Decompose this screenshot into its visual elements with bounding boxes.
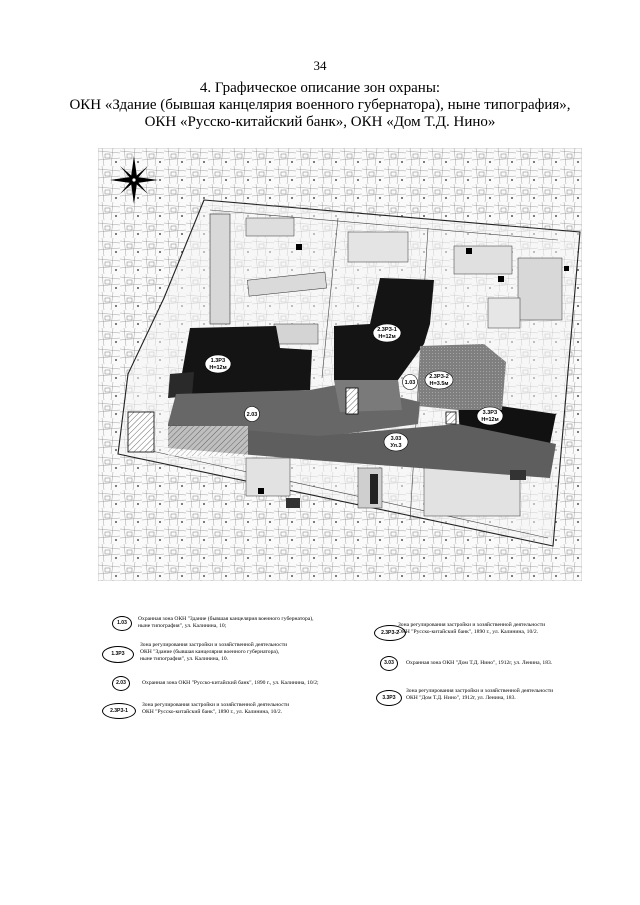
legend-item-3-03: 3.03 Охранная зона ОКН "Дом Т.Д. Нино", … [380, 656, 600, 672]
zone-code: 2.03 [247, 412, 258, 418]
title-line-3: ОКН «Русско-китайский банк», ОКН «Дом Т.… [144, 114, 496, 130]
zone-label-2-03: 2.03 [244, 406, 260, 422]
legend-text: Охранная зона ОКН "Дом Т.Д. Нино", 1912г… [406, 660, 553, 666]
legend-badge: 2.3РЗ-1 [102, 703, 136, 719]
map-legend: 1.03 Охранная зона ОКН "Здание (бывшая к… [100, 600, 600, 740]
legend-text: Зона регулирования застройки и хозяйстве… [406, 688, 554, 694]
zone-sub: Ул.3 [390, 443, 401, 449]
legend-text: ОКН "Дом Т.Д. Нино", 1912г, ул. Ленина, … [406, 695, 516, 701]
zone-height: Н=3.5м [430, 381, 449, 387]
title-line-2: ОКН «Здание (бывшая канцелярия военного … [69, 97, 571, 113]
legend-text: Охранная зона ОКН "Здание (бывшая канцел… [138, 616, 314, 622]
zone-label-3-3rz: 3.3РЗ Н=12м [476, 406, 504, 426]
document-title: 4. Графическое описание зон охраны: ОКН … [20, 80, 620, 131]
legend-badge: 1.03 [112, 616, 132, 631]
zone-height: Н=12м [378, 334, 395, 340]
legend-badge: 2.3РЗ-2 [374, 625, 406, 641]
legend-item-2-3rz-2: 2.3РЗ-2 Зона регулирования застройки и х… [374, 622, 600, 641]
legend-text: ныне типография", ул. Калинина, 10; [138, 623, 227, 629]
legend-badge: 2.03 [112, 676, 130, 691]
legend-item-2-03: 2.03 Охранная зона ОКН "Русско-китайский… [112, 676, 372, 692]
zone-code: 1.03 [405, 380, 416, 386]
legend-item-2-3rz-1: 2.3РЗ-1 Зона регулирования застройки и х… [102, 700, 362, 720]
title-line-1: 4. Графическое описание зон охраны: [199, 80, 441, 96]
zone-height: Н=12м [209, 365, 226, 371]
zone-height: Н=12м [481, 417, 498, 423]
legend-text: ОКН "Русско-китайский банк", 1890 г., ул… [398, 629, 539, 635]
legend-text: Зона регулирования застройки и хозяйстве… [140, 642, 288, 648]
page-number: 34 [313, 58, 327, 73]
legend-badge: 3.03 [380, 656, 398, 671]
legend-item-1-03: 1.03 Охранная зона ОКН "Здание (бывшая к… [112, 614, 362, 634]
zone-label-2-3rz-1: 2.3РЗ-1 Н=12м [372, 323, 402, 343]
zone-code: 2.3РЗ-2 [429, 374, 449, 380]
zone-map-drawing: 2.3РЗ-1 Н=12м 2.3РЗ-2 Н=3.5м 1.3РЗ Н=12м… [98, 148, 582, 581]
legend-text: Зона регулирования застройки и хозяйстве… [142, 702, 290, 708]
zone-map: 2.3РЗ-1 Н=12м 2.3РЗ-2 Н=3.5м 1.3РЗ Н=12м… [98, 148, 582, 581]
legend-text: ныне типография", ул. Калинина, 10. [140, 656, 229, 662]
zone-code: 3.03 [391, 436, 402, 442]
zone-code: 3.3РЗ [483, 410, 498, 416]
zone-label-1-3rz: 1.3РЗ Н=12м [204, 354, 232, 374]
zone-code: 2.3РЗ-1 [377, 327, 397, 333]
zone-code: 1.3РЗ [211, 358, 226, 364]
legend-text: Зона регулирования застройки и хозяйстве… [398, 622, 546, 628]
legend-badge: 3.3РЗ [376, 690, 402, 706]
legend-text: ОКН "Русско-китайский банк", 1890 г., ул… [142, 709, 283, 715]
zone-label-1-03: 1.03 [402, 374, 418, 390]
compass-rose-icon [110, 156, 158, 204]
legend-item-3-3rz: 3.3РЗ Зона регулирования застройки и хоз… [376, 688, 600, 706]
zone-label-2-3rz-2: 2.3РЗ-2 Н=3.5м [424, 370, 454, 390]
legend-badge: 1.3РЗ [102, 646, 134, 663]
legend-item-1-3rz: 1.3РЗ Зона регулирования застройки и хоз… [102, 642, 362, 668]
legend-text: ОКН "Здание (бывшая канцелярия военного … [140, 649, 280, 655]
legend-text: Охранная зона ОКН "Русско-китайский банк… [142, 680, 319, 686]
zone-label-3-03: 3.03 Ул.3 [383, 432, 409, 452]
